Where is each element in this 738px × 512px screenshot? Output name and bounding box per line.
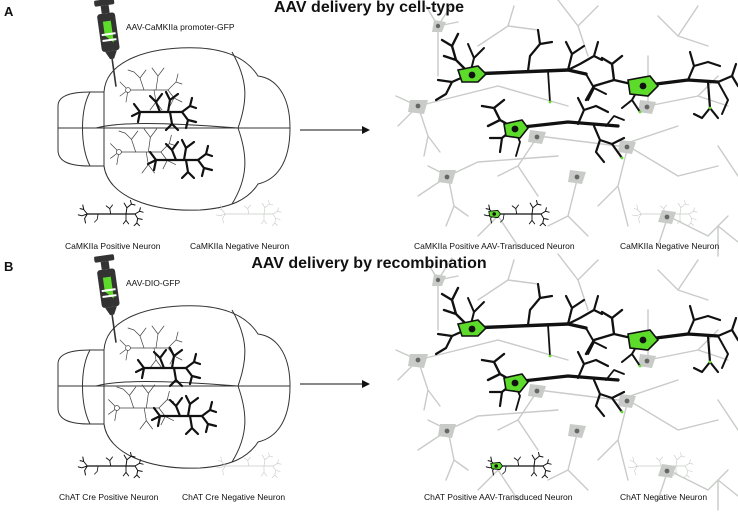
legend-label-transduced-a: CaMKIIa Positive AAV-Transduced Neuron	[414, 241, 575, 251]
panel-b-title: AAV delivery by recombination	[251, 255, 487, 272]
legend-label-positive-a: CaMKIIa Positive Neuron	[65, 241, 161, 251]
brain-outline-b	[57, 305, 291, 469]
arrow-icon-b	[299, 379, 371, 389]
vector-label-a: AAV-CaMKIIa promoter-GFP	[126, 22, 235, 32]
legend-transduced-neuron-a	[483, 199, 550, 227]
legend-label-transduced-b: ChAT Positive AAV-Transduced Neuron	[424, 492, 573, 502]
legend-negative-neuron-a	[215, 200, 282, 227]
vector-label-b: AAV-DIO-GFP	[126, 278, 181, 288]
neuron-network-b	[394, 252, 738, 512]
legend-transduced-neuron-b	[485, 451, 552, 479]
legend-label-positive-b: ChAT Cre Positive Neuron	[59, 492, 159, 502]
brain-neurons-b	[108, 325, 218, 436]
brain-neurons-a	[110, 67, 214, 180]
legend-label-negative-b: ChAT Cre Negative Neuron	[182, 492, 286, 502]
legend-label-negative-a2: CaMKIIa Negative Neuron	[620, 241, 720, 251]
neuron-network-a	[394, 0, 738, 258]
arrow-icon	[299, 125, 371, 135]
panel-a-title: AAV delivery by cell-type	[274, 0, 464, 16]
legend-label-negative-a: CaMKIIa Negative Neuron	[190, 241, 290, 251]
panel-b-letter: B	[4, 259, 14, 274]
brain-outline-a	[57, 47, 291, 211]
legend-positive-neuron-b	[77, 451, 144, 479]
legend-negative-neuron-b	[215, 452, 282, 479]
legend-positive-neuron-a	[77, 199, 144, 227]
legend-label-negative-b2: ChAT Negative Neuron	[620, 492, 708, 502]
panel-a-letter: A	[4, 4, 14, 19]
